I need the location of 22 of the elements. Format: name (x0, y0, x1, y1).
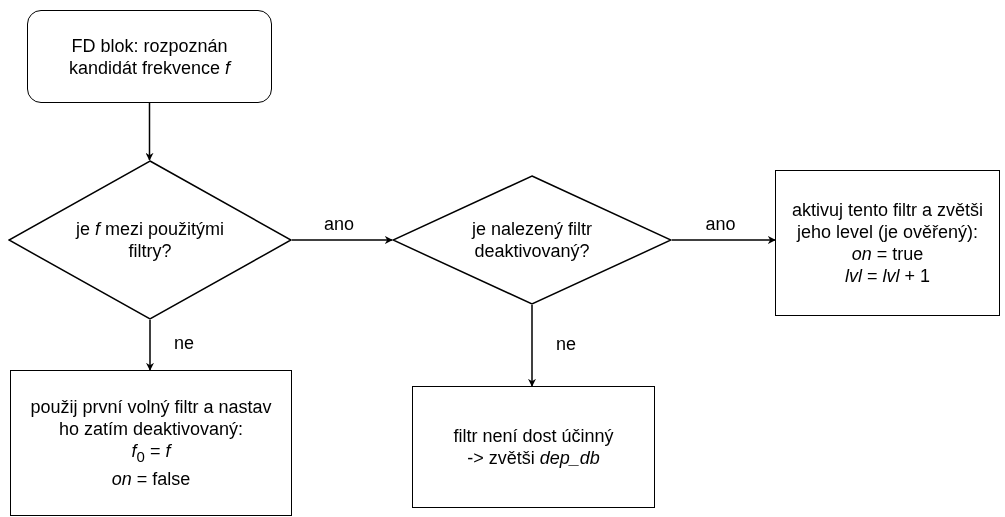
node-text: on = true (851, 243, 924, 265)
node-text: f$_{0}$ = f (131, 440, 171, 467)
start-box (27, 10, 272, 103)
node-text: je nalezený filtr deaktivovaný? (470, 218, 594, 262)
decision-diamond (392, 175, 672, 305)
node-text: FD blok: rozpoznán kandidát frekvence f (67, 34, 233, 79)
arrow (671, 236, 776, 244)
arrow (528, 304, 536, 387)
process-box (775, 170, 1000, 316)
arrow (146, 319, 154, 371)
process-box (412, 386, 655, 508)
node-text: filtr není dost účinný (453, 425, 614, 447)
node-text: je f mezi použitými filtry? (74, 218, 226, 262)
node-text: on = false (111, 467, 191, 490)
arrow (291, 236, 393, 244)
process-box (10, 370, 292, 516)
node-text: použij první volný filtr a nastav ho zatím deaktivovaný: (29, 396, 273, 441)
arrow (145, 102, 154, 161)
decision-diamond (8, 160, 292, 320)
node-text: -> zvětši dep_db (467, 447, 600, 469)
node-text: lvl = lvl + 1 (844, 265, 930, 287)
node-text: aktivuj tento filtr a zvětši jeho level (je ověřený): (790, 199, 985, 243)
